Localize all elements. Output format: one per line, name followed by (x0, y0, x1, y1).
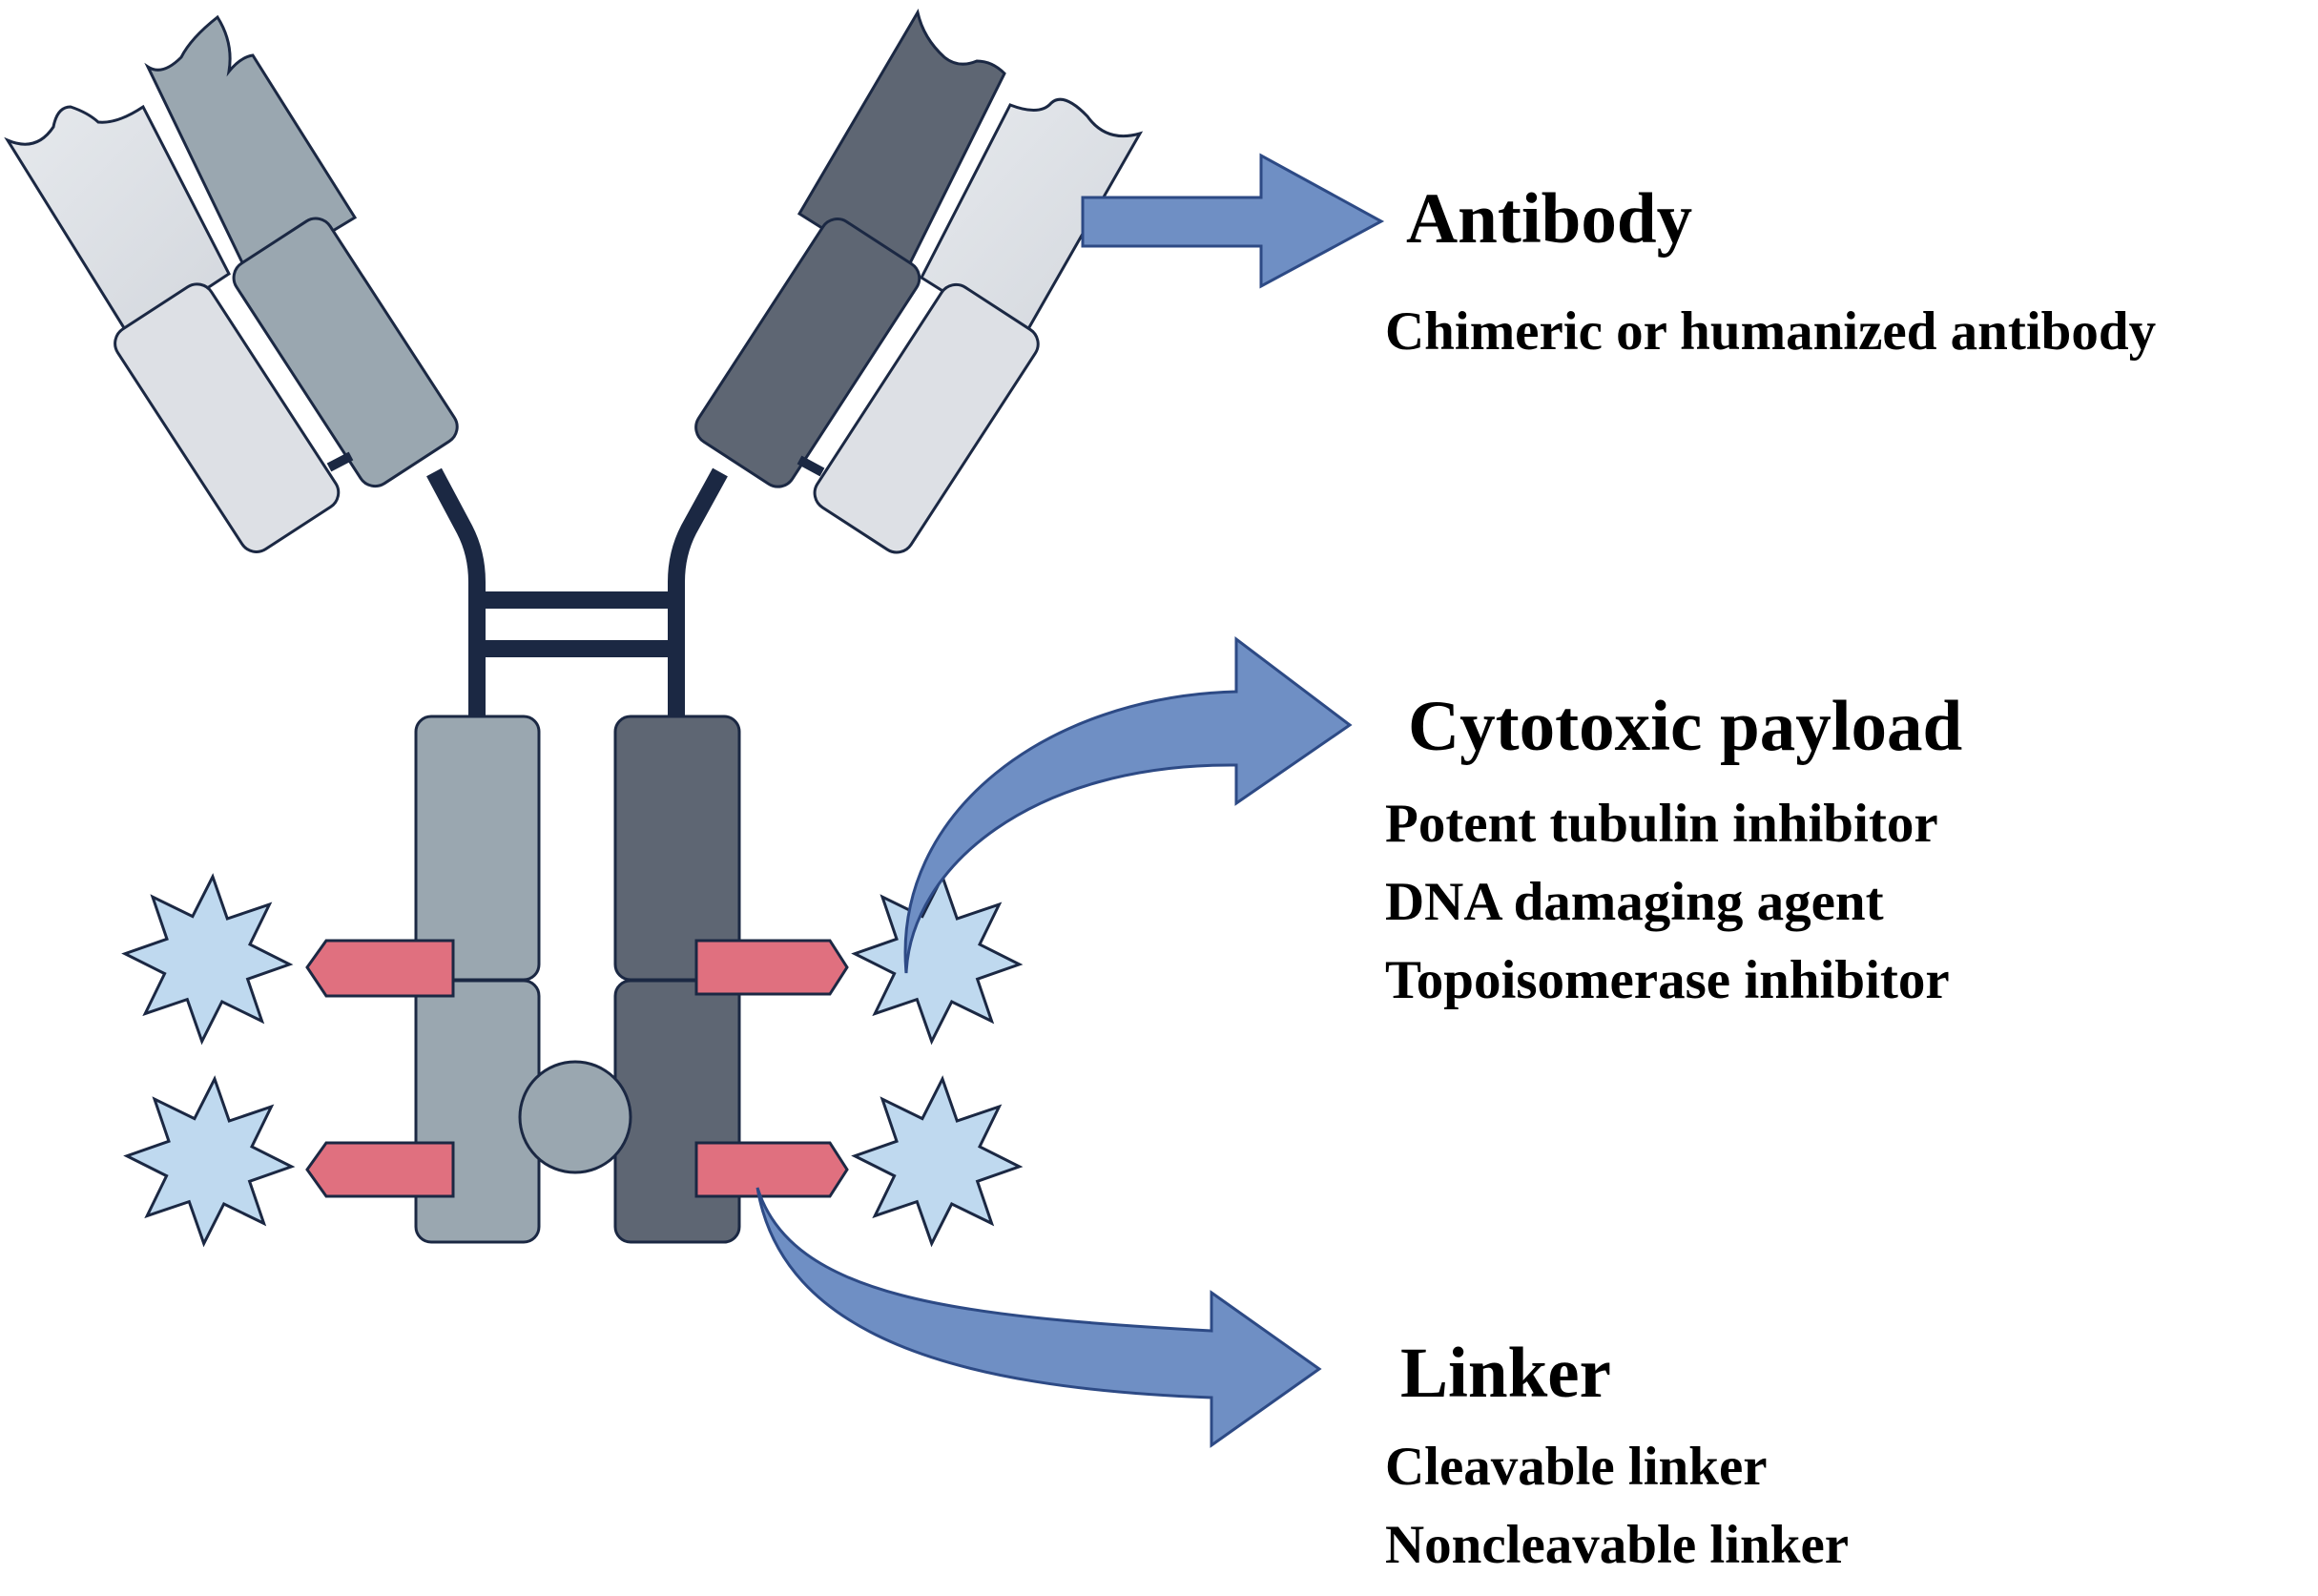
heavy-chain-ch1-left (232, 217, 459, 488)
linker-item: Noncleavable linker (1385, 1515, 1850, 1575)
heavy-chain-ch3-right (613, 979, 741, 1244)
linker-heading: Linker (1400, 1334, 1611, 1413)
linker-item: Cleavable linker (1385, 1437, 1768, 1497)
arrow-group (755, 153, 1385, 1448)
light-chain-variable-right (920, 97, 1144, 343)
antibody-arrow-icon (1081, 153, 1385, 289)
linker-label-block: Linker Cleavable linker Noncleavable lin… (1385, 1337, 1849, 1596)
antibody-icon (4, 8, 1144, 1244)
fab-arm-left (4, 14, 459, 553)
linker-bar-icon (305, 939, 455, 998)
heavy-chain-variable-left (144, 14, 358, 283)
adc-diagram (4, 8, 1385, 1448)
light-chain-constant-left (114, 282, 341, 553)
linker-bar-icon (305, 1141, 455, 1198)
payload-arrow-icon (903, 635, 1353, 974)
payload-star-icon (121, 873, 294, 1046)
payload-star-icon (851, 873, 1024, 1046)
hinge-region (426, 467, 728, 717)
payload-group (121, 873, 1024, 1248)
heavy-chain-ch1-right (694, 218, 921, 488)
fc-region (414, 715, 741, 1244)
light-chain-variable-left (4, 104, 231, 342)
payload-star-icon (123, 1075, 296, 1248)
linker-bar-icon (694, 1141, 849, 1198)
glycan-icon (518, 1060, 632, 1174)
payload-heading: Cytotoxic payload (1408, 687, 1963, 766)
fab-arm-right (694, 8, 1144, 554)
payload-item: Potent tubulin inhibitor (1385, 794, 1938, 854)
light-chain-constant-right (813, 282, 1040, 554)
payload-item: DNA damaging agent (1385, 872, 1884, 932)
linker-arrow-icon (755, 1187, 1322, 1448)
payload-item: Topoisomerase inhibitor (1385, 950, 1950, 1010)
antibody-label-block: Antibody Chimeric or humanized antibody (1385, 183, 2156, 359)
linker-group (305, 939, 849, 1198)
heavy-chain-variable-right (797, 8, 1006, 281)
payload-label-block: Cytotoxic payload Potent tubulin inhibit… (1385, 691, 1962, 1031)
payload-star-icon (851, 1075, 1024, 1248)
antibody-heading: Antibody (1406, 179, 1693, 259)
antibody-item: Chimeric or humanized antibody (1385, 301, 2157, 362)
linker-bar-icon (694, 939, 849, 996)
